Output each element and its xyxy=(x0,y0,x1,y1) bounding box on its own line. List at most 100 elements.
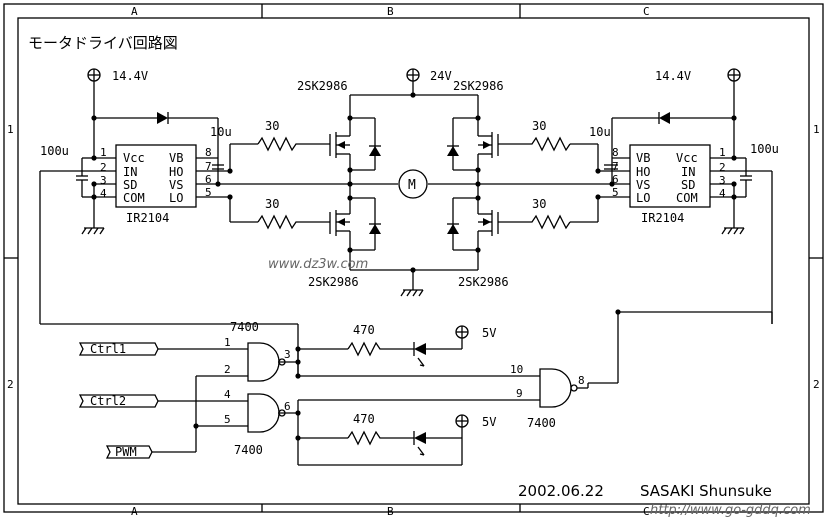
border-col-c-bottom: C xyxy=(643,505,650,518)
right-pin-num-4: 4 xyxy=(719,187,726,200)
bridge-supply-label: 24V xyxy=(430,69,452,83)
left-ic-pin-vb: VB xyxy=(169,151,183,165)
left-pin-num-6: 6 xyxy=(205,173,212,186)
left-pin-num-4: 4 xyxy=(100,187,107,200)
footer-date: 2002.06.22 xyxy=(518,482,604,500)
body-diode xyxy=(447,224,459,234)
body-diode xyxy=(369,224,381,234)
border-row-2-left: 2 xyxy=(7,378,14,391)
led-resistor-bottom xyxy=(347,430,384,446)
left-driver-ic xyxy=(115,144,197,208)
left-pin-num-7: 7 xyxy=(205,160,212,173)
right-pin-num-2: 2 xyxy=(719,161,726,174)
right-pin-num-5: 5 xyxy=(612,186,619,199)
body-diode xyxy=(447,146,459,156)
right-ic-name: IR2104 xyxy=(641,211,684,225)
input-pwm-label: PWM xyxy=(115,445,137,459)
mosfet-high-left xyxy=(329,130,351,158)
watermark: www.dz3w.com xyxy=(268,257,368,272)
nand-gate-2 xyxy=(247,393,280,433)
left-supply-cap-value: 100u xyxy=(40,144,69,158)
motor-label: M xyxy=(408,178,416,193)
mosfet-label-top-right: 2SK2986 xyxy=(453,79,504,93)
left-ic-pin-com: COM xyxy=(123,191,145,205)
left-ic-name: IR2104 xyxy=(126,211,169,225)
right-high-gate-resistor xyxy=(498,136,571,152)
left-pin-num-8: 8 xyxy=(205,146,212,159)
right-ic-pin-ho: HO xyxy=(636,165,650,179)
right-low-gate-resistor xyxy=(498,214,571,230)
border-row-1-right: 1 xyxy=(813,123,820,136)
right-supply-terminal xyxy=(727,68,741,82)
right-ic-wires xyxy=(570,143,773,324)
left-low-resistor-value: 30 xyxy=(265,197,279,211)
input-ctrl2-label: Ctrl2 xyxy=(90,394,126,408)
right-supply-cap-value: 100u xyxy=(750,142,779,156)
led-resistor-bottom-value: 470 xyxy=(353,412,375,426)
left-boot-diode xyxy=(157,112,168,124)
gate1-pin-a: 1 xyxy=(224,336,231,349)
left-ic-wires xyxy=(39,143,350,324)
gate3-pin-out: 8 xyxy=(578,374,585,387)
input-pwm: PWM xyxy=(105,445,153,459)
bridge-wires xyxy=(349,81,612,290)
right-pin-num-6: 6 xyxy=(612,173,619,186)
footer-url: http://www.go-gddq.com xyxy=(650,503,811,518)
mosfet-label-bottom-right: 2SK2986 xyxy=(458,275,509,289)
footer-author: SASAKI Shunsuke xyxy=(640,482,772,500)
led-top xyxy=(413,342,426,367)
right-ic-pin-lo: LO xyxy=(636,191,650,205)
motor-symbol xyxy=(398,169,428,199)
right-pin-num-8: 8 xyxy=(612,146,619,159)
right-driver-ic xyxy=(629,144,711,208)
nand-gate-3 xyxy=(539,368,572,408)
gate3-pin-b: 9 xyxy=(516,387,523,400)
right-ic-pin-vb: VB xyxy=(636,151,650,165)
left-ic-pin-ho: HO xyxy=(169,165,183,179)
right-supply-cap xyxy=(734,157,752,198)
left-supply-cap xyxy=(76,157,94,198)
left-high-resistor-value: 30 xyxy=(265,119,279,133)
right-ic-pin-sd: SD xyxy=(681,178,695,192)
led-resistor-top-value: 470 xyxy=(353,323,375,337)
left-ic-pin-vs: VS xyxy=(169,178,183,192)
left-boot-cap xyxy=(212,164,224,170)
drawing-border xyxy=(3,3,824,513)
gate2-type: 7400 xyxy=(234,443,263,457)
bridge-ground-symbol xyxy=(400,289,424,297)
gate2-pin-b: 5 xyxy=(224,413,231,426)
diagram-title: モータドライバ回路図 xyxy=(28,34,178,52)
right-pin-num-7: 7 xyxy=(612,160,619,173)
right-ground-symbol xyxy=(721,227,745,235)
left-boot-cap-value: 10u xyxy=(210,125,232,139)
right-boot-cap xyxy=(604,164,618,170)
mosfet-label-bottom-left: 2SK2986 xyxy=(308,275,359,289)
led-resistor-top xyxy=(347,341,384,357)
left-pin-num-5: 5 xyxy=(205,186,212,199)
led-bottom xyxy=(413,431,426,456)
border-row-2-right: 2 xyxy=(813,378,820,391)
left-ic-pin-sd: SD xyxy=(123,178,137,192)
gate3-pin-a: 10 xyxy=(510,363,523,376)
left-ic-pin-lo: LO xyxy=(169,191,183,205)
led-top-supply-label: 5V xyxy=(482,326,496,340)
border-col-a-bottom: A xyxy=(131,505,138,518)
nand-gate-1 xyxy=(247,342,280,382)
gate1-pin-b: 2 xyxy=(224,363,231,376)
led-bottom-supply-terminal xyxy=(455,414,469,428)
right-ic-pin-in: IN xyxy=(681,165,695,179)
gate1-pin-out: 3 xyxy=(284,348,291,361)
border-col-b-top: B xyxy=(387,5,394,18)
border-col-a-top: A xyxy=(131,5,138,18)
left-supply-terminal xyxy=(87,68,101,82)
right-high-resistor-value: 30 xyxy=(532,119,546,133)
left-supply-label: 14.4V xyxy=(112,69,148,83)
border-col-c-top: C xyxy=(643,5,650,18)
left-ground-symbol xyxy=(81,227,105,235)
right-ic-pin-vcc: Vcc xyxy=(676,151,698,165)
left-ic-pin-vcc: Vcc xyxy=(123,151,145,165)
left-ic-pin-in: IN xyxy=(123,165,137,179)
gate3-type: 7400 xyxy=(527,416,556,430)
right-ic-pin-com: COM xyxy=(676,191,698,205)
body-diode xyxy=(369,146,381,156)
